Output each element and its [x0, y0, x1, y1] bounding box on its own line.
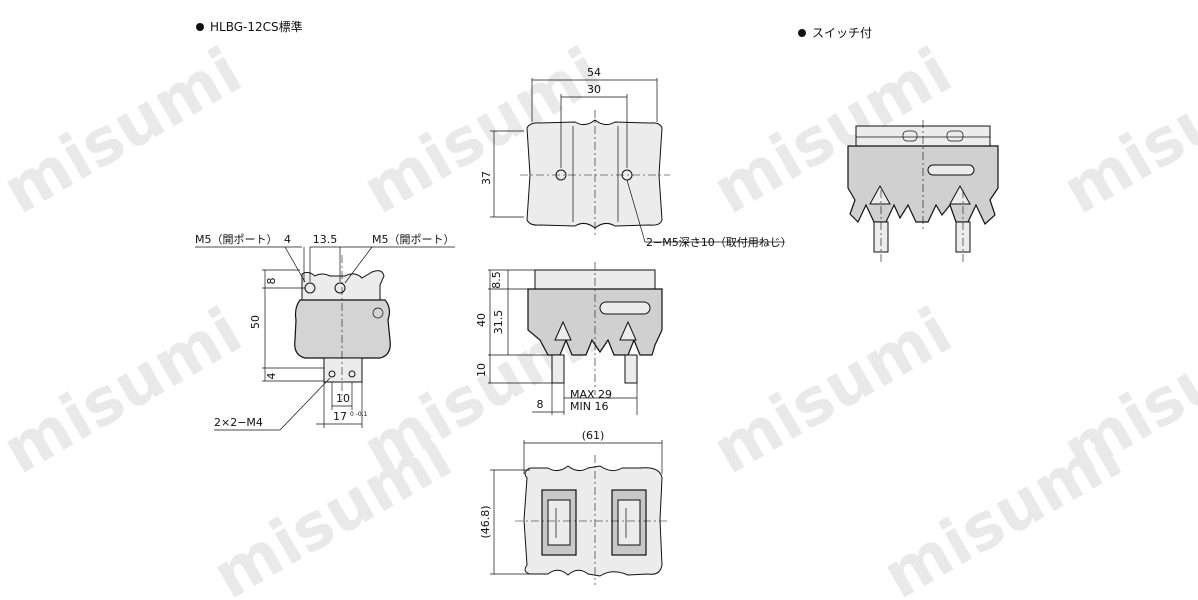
callout-thread: 2−M5深さ10（取付用ねじ）: [646, 236, 792, 249]
side-view: M5（開ポート） 4 13.5 M5（開ポート） 8 50 4 10 17 0 …: [195, 233, 455, 431]
watermark-text: misumi: [0, 294, 254, 489]
watermark-text: misumi: [701, 294, 964, 489]
watermark-text: misumi: [1051, 34, 1198, 229]
jaw-pocket-inner: [617, 499, 641, 546]
side-view-stud: [323, 357, 363, 383]
header-switch: スイッチ付: [798, 24, 872, 41]
port-hole: [334, 282, 346, 294]
header-standard-label: HLBG-12CS標準: [210, 20, 303, 34]
dim-10: 10: [336, 392, 350, 405]
dim-depth: 37: [480, 171, 493, 185]
dim-31-5: 31.5: [492, 310, 505, 335]
dim-4-left: 4: [284, 233, 291, 246]
front-view: 8.5 40 31.5 10 8 MAX 29 MIN 16: [475, 262, 663, 415]
side-view-body: [294, 299, 391, 359]
dim-width: (61): [582, 429, 605, 442]
dim-4-bottom: 4: [265, 373, 278, 380]
watermark-text: misumi: [201, 419, 464, 600]
dim-port-left: M5（開ポート）: [195, 233, 278, 246]
jaw-pocket-inner: [547, 499, 571, 546]
switch-view: [847, 120, 999, 262]
dim-8: 8: [537, 398, 544, 411]
header-standard: HLBG-12CS標準: [196, 18, 303, 35]
watermark-text: misumi: [0, 34, 254, 229]
dim-hole-pitch: 30: [587, 83, 601, 96]
dim-width: 54: [587, 66, 601, 79]
dim-17: 17: [333, 410, 347, 423]
dim-8-5: 8.5: [490, 271, 503, 289]
dim-port-right: M5（開ポート）: [372, 233, 455, 246]
watermark-text: misumi: [871, 419, 1134, 600]
bottom-view: (61) (46.8): [479, 429, 670, 585]
front-view-jaw: [551, 354, 565, 384]
dim-10: 10: [475, 363, 488, 377]
dim-40: 40: [475, 313, 488, 327]
callout-thread: 2×2−M4: [214, 416, 263, 429]
header-switch-label: スイッチ付: [812, 26, 873, 40]
mounting-hole: [555, 169, 567, 181]
dim-17-tolerance: 0 -0.1: [350, 411, 368, 418]
dim-8: 8: [265, 278, 278, 285]
front-view-jaw: [624, 354, 638, 384]
top-view-body: [526, 119, 663, 229]
dim-min: MIN 16: [570, 400, 608, 413]
dim-50: 50: [249, 315, 262, 329]
dim-13-5: 13.5: [313, 233, 338, 246]
top-view: 54 30 37 2−M5深さ10（取付用ねじ）: [480, 66, 792, 249]
bullet-icon: [798, 28, 806, 37]
dim-depth: (46.8): [479, 505, 492, 538]
bullet-icon: [196, 22, 204, 31]
dim-max: MAX 29: [570, 388, 612, 401]
